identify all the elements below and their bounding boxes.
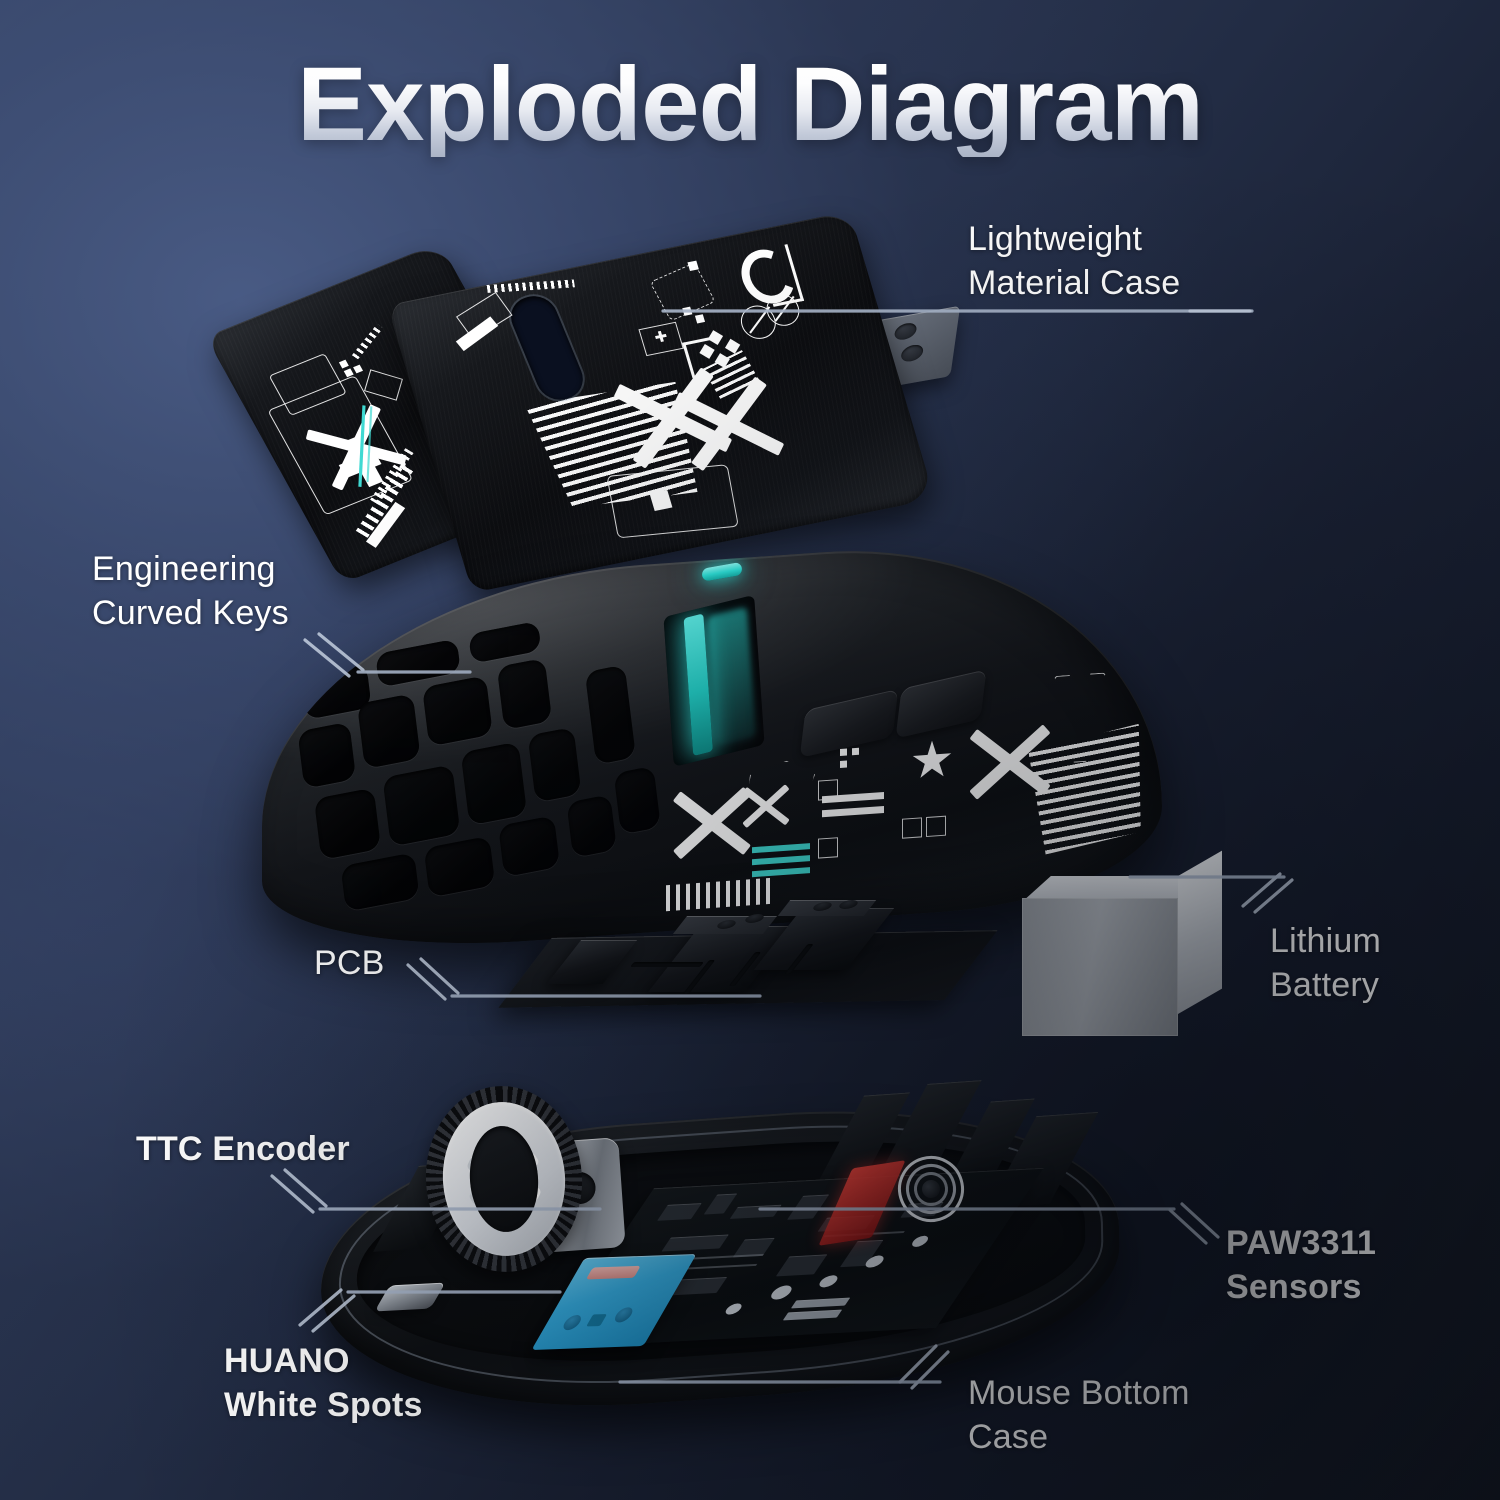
part-bottom-case bbox=[300, 1060, 1130, 1427]
callout-pcb: PCB bbox=[314, 944, 385, 982]
rgb-light-slot bbox=[663, 594, 765, 767]
callout-engineering-curved-keys: Engineering Curved Keys bbox=[92, 550, 289, 632]
part-lithium-battery bbox=[1022, 850, 1234, 1036]
callout-ttc-encoder: TTC Encoder bbox=[136, 1130, 350, 1168]
right-key-plate bbox=[387, 211, 935, 593]
scroll-wheel[interactable] bbox=[419, 1080, 589, 1278]
callout-mouse-bottom-case: Mouse Bottom Case bbox=[968, 1374, 1190, 1456]
part-pcb bbox=[498, 900, 998, 1030]
callout-lightweight-material-case: Lightweight Material Case bbox=[968, 220, 1181, 302]
battery-side-face bbox=[1178, 850, 1222, 1014]
callout-lithium-battery: Lithium Battery bbox=[1270, 922, 1382, 1004]
callout-paw3311-sensors: PAW3311 Sensors bbox=[1226, 1224, 1377, 1306]
callout-huano-white-spots: HUANO White Spots bbox=[224, 1342, 423, 1424]
battery-front-face bbox=[1022, 898, 1178, 1036]
page-title: Exploded Diagram bbox=[0, 52, 1500, 157]
